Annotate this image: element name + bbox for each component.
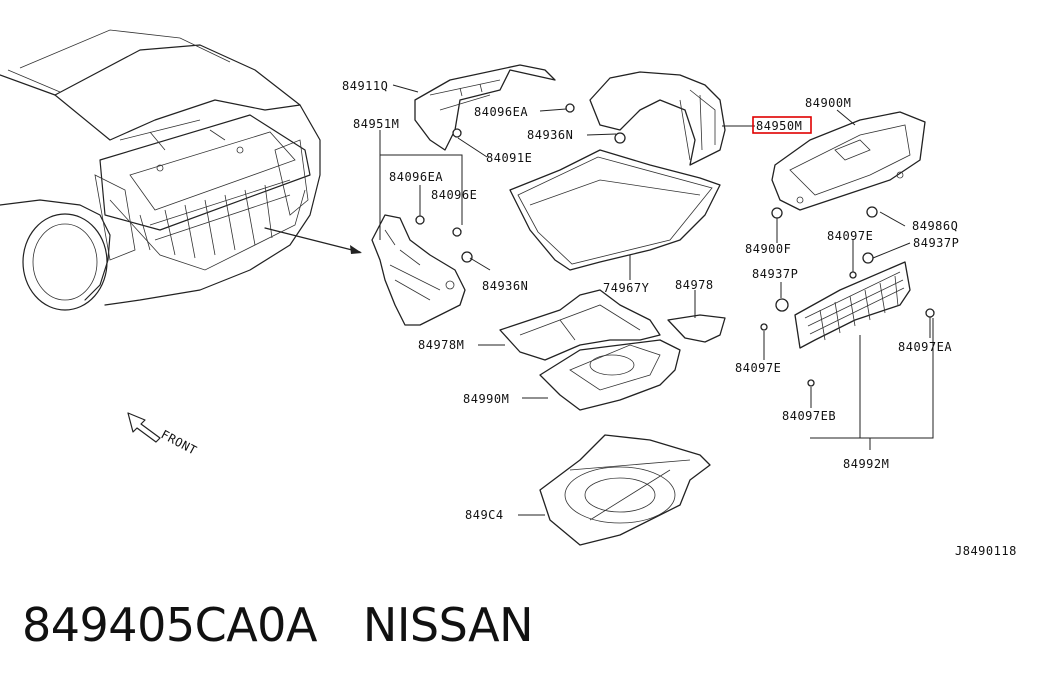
part-84951M-shape (371, 214, 466, 326)
label-84900F: 84900F (745, 242, 791, 256)
label-84951M: 84951M (353, 117, 399, 131)
part-84900M-shape (771, 111, 926, 211)
highlight-84950M (752, 116, 812, 134)
label-84937P-right: 84937P (913, 236, 959, 250)
label-84992M: 84992M (843, 457, 889, 471)
front-label: FRONT (159, 427, 200, 457)
part-84978M-shape (499, 289, 661, 361)
diagram-reference-code: J8490118 (955, 544, 1017, 558)
part-74967Y-shape (509, 149, 721, 271)
front-direction-indicator: FRONT (127, 412, 200, 458)
label-84978M: 84978M (418, 338, 464, 352)
label-84096EA-top: 84096EA (474, 105, 528, 119)
fasteners (415, 103, 935, 387)
label-84091E: 84091E (486, 151, 532, 165)
part-number: 849405CA0A (22, 598, 317, 652)
part-84990M-shape (539, 339, 681, 411)
brand-name: NISSAN (362, 598, 534, 652)
label-84097E-top: 84097E (827, 229, 873, 243)
label-74967Y: 74967Y (603, 281, 650, 295)
leader-lines (379, 84, 934, 516)
label-84936N-top: 84936N (527, 128, 573, 142)
part-84911Q-shape (414, 64, 556, 151)
label-84990M: 84990M (463, 392, 509, 406)
label-84978: 84978 (675, 278, 714, 292)
part-labels: 84911Q 84096EA 84936N 84950M 84900M 8495… (342, 79, 1017, 558)
part-caption: 849405CA0A NISSAN (22, 598, 534, 652)
part-84992M-shape (794, 261, 911, 349)
label-84900M: 84900M (805, 96, 851, 110)
label-84097EA: 84097EA (898, 340, 952, 354)
part-84950M-shape (589, 71, 726, 166)
label-84986Q: 84986Q (912, 219, 958, 233)
label-84937P-left: 84937P (752, 267, 798, 281)
car-rear-illustration (0, 29, 362, 311)
label-84097EB: 84097EB (782, 409, 836, 423)
label-84911Q: 84911Q (342, 79, 388, 93)
part-849C4-shape (539, 434, 711, 546)
label-84097E-left: 84097E (735, 361, 781, 375)
label-84936N-mid: 84936N (482, 279, 528, 293)
label-84096EA-mid: 84096EA (389, 170, 443, 184)
label-849C4: 849C4 (465, 508, 504, 522)
label-84096E: 84096E (431, 188, 477, 202)
part-84978-shape (667, 314, 726, 343)
label-84950M: 84950M (756, 119, 802, 133)
